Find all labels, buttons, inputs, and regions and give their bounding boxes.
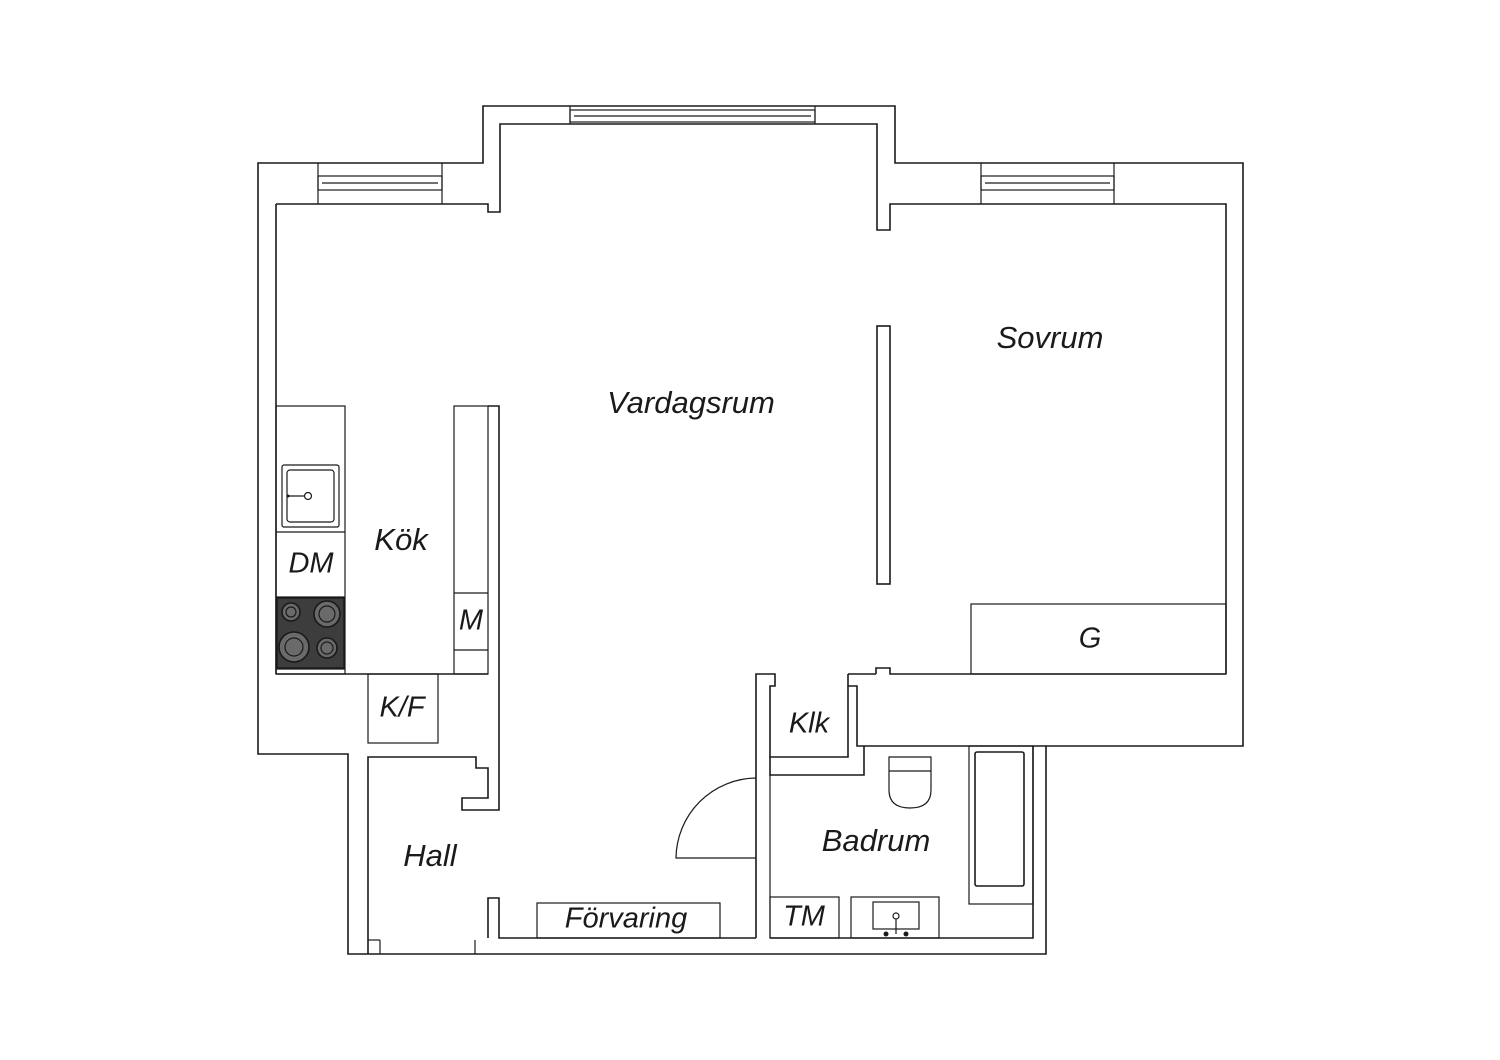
fixture-label-tm: TM bbox=[783, 901, 826, 933]
bathroom-sink-icon bbox=[850, 896, 940, 939]
bathroom-door-swing bbox=[675, 777, 757, 859]
wardrobe-box bbox=[970, 603, 1227, 675]
fixture-label-g: G bbox=[1079, 623, 1102, 655]
room-label-sovrum: Sovrum bbox=[997, 320, 1104, 355]
room-label-hall: Hall bbox=[403, 838, 458, 873]
room-label-kok: Kök bbox=[374, 522, 429, 557]
outer-wall bbox=[257, 105, 1244, 955]
washing-machine-box bbox=[769, 896, 840, 939]
storage-box bbox=[536, 902, 721, 939]
room-label-badrum: Badrum bbox=[822, 823, 931, 858]
fixture-label-m: M bbox=[459, 605, 484, 637]
hall-divider-wall bbox=[367, 405, 500, 954]
closet-wall bbox=[755, 673, 849, 938]
fixture-label-kf: K/F bbox=[379, 692, 426, 724]
room-label-vardagsrum: Vardagsrum bbox=[607, 385, 775, 420]
bedroom-bottom-wall bbox=[847, 674, 1046, 747]
window-living bbox=[569, 106, 816, 124]
window-bedroom bbox=[980, 163, 1115, 204]
bedroom-bottom-wall-inner bbox=[875, 667, 1226, 675]
fridge-freezer-box bbox=[367, 673, 439, 744]
inner-wall-top-left bbox=[276, 123, 1227, 674]
bedroom-partition bbox=[876, 325, 891, 585]
bathtub-icon bbox=[968, 745, 1034, 905]
kitchen-counter-right bbox=[453, 405, 489, 675]
toilet-icon bbox=[888, 756, 932, 809]
window-kitchen bbox=[317, 163, 443, 204]
fixture-label-dm: DM bbox=[288, 548, 334, 580]
bathroom-top-wall bbox=[769, 746, 865, 776]
fixture-label-forvaring: Förvaring bbox=[565, 903, 688, 935]
kitchen-sink-icon bbox=[281, 464, 340, 528]
stove-icon bbox=[276, 597, 345, 669]
fixture-label-klk: Klk bbox=[789, 708, 831, 740]
